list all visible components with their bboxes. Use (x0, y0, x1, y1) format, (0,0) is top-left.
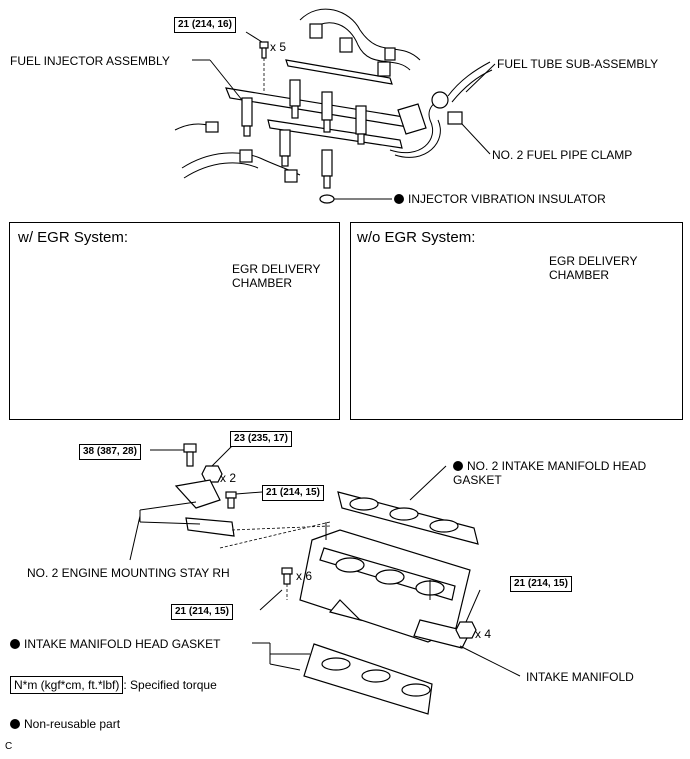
legend-non-reusable: Non-reusable part (10, 717, 120, 731)
multiplier-3: x 6 (296, 569, 313, 583)
legend-torque-text: : Specified torque (123, 678, 217, 692)
label-injector-vibration-insulator: INJECTOR VIBRATION INSULATOR (394, 192, 606, 206)
non-reusable-dot-icon (394, 194, 404, 204)
leader-lines-top (192, 31, 496, 200)
label-fuel-tube-sub-assembly: FUEL TUBE SUB-ASSEMBLY (497, 57, 659, 71)
multiplier-4: x 4 (475, 627, 492, 641)
panel-with-egr: w/ EGR System: (9, 222, 340, 420)
legend-specified-torque: N*m (kgf*cm, ft.*lbf): Specified torque (10, 676, 217, 694)
label-no2-intake-manifold-head-gasket: NO. 2 INTAKE MANIFOLD HEAD GASKET (453, 459, 646, 487)
label-no2-engine-mounting-stay-rh: NO. 2 ENGINE MOUNTING STAY RH (27, 566, 230, 580)
torque-spec-2: 38 (387, 28) (79, 444, 141, 460)
panel-without-egr: w/o EGR System: (350, 222, 683, 420)
label-intake-manifold: INTAKE MANIFOLD (526, 670, 634, 684)
panel-title-with-egr: w/ EGR System: (18, 229, 129, 246)
non-reusable-dot-icon (10, 719, 20, 729)
fuel-rail-illustration (174, 8, 493, 204)
torque-spec-3: 23 (235, 17) (230, 431, 292, 447)
non-reusable-dot-icon (10, 639, 20, 649)
torque-spec-4: 21 (214, 15) (262, 485, 324, 501)
non-reusable-dot-icon (453, 461, 463, 471)
label-fuel-injector-assembly: FUEL INJECTOR ASSEMBLY (10, 54, 170, 68)
label-egr-delivery-chamber-with: EGR DELIVERY CHAMBER (232, 262, 321, 290)
label-no2-fuel-pipe-clamp: NO. 2 FUEL PIPE CLAMP (492, 148, 633, 162)
label-egr-delivery-chamber-without: EGR DELIVERY CHAMBER (549, 254, 638, 282)
legend-non-reusable-text: Non-reusable part (24, 717, 121, 731)
bottom-exploded-view (129, 443, 521, 715)
legend-torque-box: N*m (kgf*cm, ft.*lbf) (10, 676, 124, 694)
multiplier-2: x 2 (220, 471, 237, 485)
label-intake-manifold-head-gasket: INTAKE MANIFOLD HEAD GASKET (10, 637, 220, 651)
corner-code: C (5, 741, 13, 752)
torque-spec-1: 21 (214, 16) (174, 17, 236, 33)
insulator-text: INJECTOR VIBRATION INSULATOR (408, 192, 606, 206)
torque-spec-6: 21 (214, 15) (510, 576, 572, 592)
multiplier-1: x 5 (270, 40, 287, 54)
torque-spec-5: 21 (214, 15) (171, 604, 233, 620)
panel-title-without-egr: w/o EGR System: (357, 229, 476, 246)
gasket-text: INTAKE MANIFOLD HEAD GASKET (24, 637, 221, 651)
no2-gasket-text: NO. 2 INTAKE MANIFOLD HEAD GASKET (453, 459, 647, 487)
